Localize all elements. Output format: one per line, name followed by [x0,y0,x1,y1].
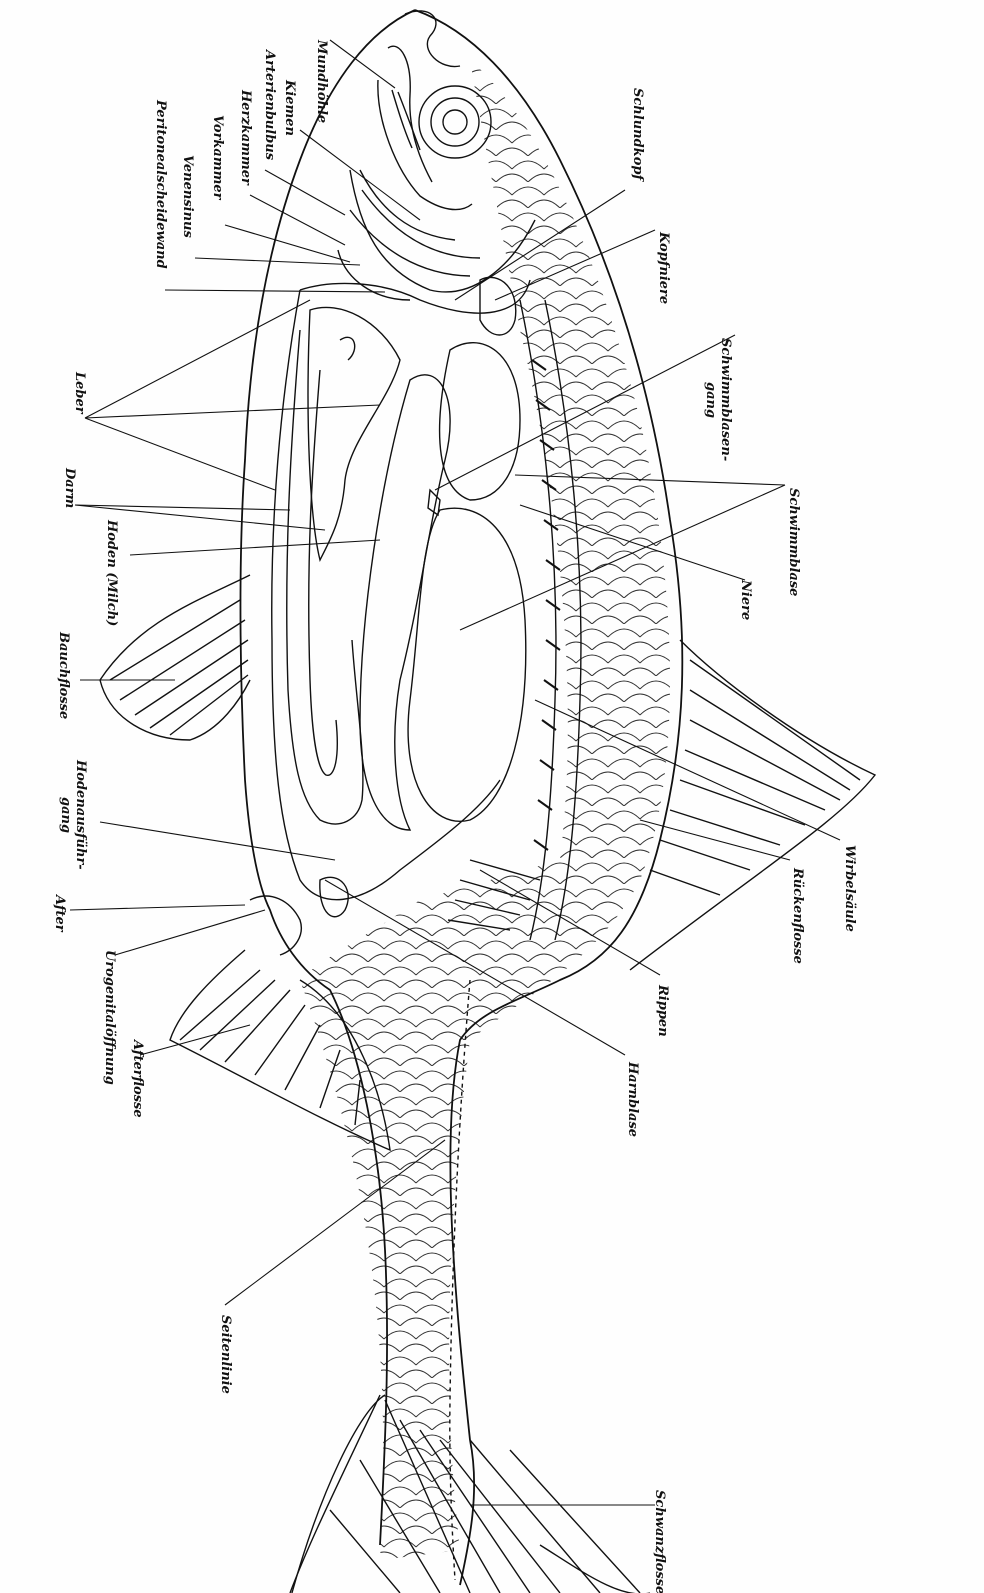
label-afterflosse: Afterflosse [130,1040,145,1118]
label-hodenausfuehrgang: Hodenausführ- gang [58,760,88,870]
label-herzkammer: Herzkammer [238,90,253,185]
label-venensinus: Venensinus [180,155,195,238]
fins [100,575,875,1593]
label-kopfniere: Kopfniere [656,232,671,304]
label-after: After [52,895,67,932]
label-mundhoehle: Mundhöhle [314,40,329,123]
label-peritonealscheidewand: Peritonealscheidewand [153,100,168,269]
label-vorkammer: Vorkammer [210,115,225,199]
label-rueckenflosse: Rückenflosse [790,868,805,964]
label-arterienbulbus: Arterienbulbus [262,50,277,160]
label-harnblase: Harnblase [625,1062,640,1137]
label-hoden: Hoden (Milch) [104,520,119,626]
label-schwanzflosse: Schwanzflosse [652,1490,667,1593]
label-bauchflosse: Bauchflosse [56,632,71,719]
scale-pattern [280,40,700,1580]
label-schwimmblase: Schwimmblase [786,488,801,596]
label-seitenlinie: Seitenlinie [218,1315,233,1394]
label-leber: Leber [72,372,87,414]
label-schwimmblasengang: Schwimmblasen- gang [703,338,733,461]
label-schlundkopf: Schlundkopf [630,88,645,180]
label-darm: Darm [62,468,77,508]
label-kiemen: Kiemen [282,80,297,136]
label-niere: Niere [738,580,753,620]
label-rippen: Rippen [655,985,670,1037]
label-urogenitaloeffnung: Urogenitalöffnung [102,950,117,1085]
label-wirbelsaeule: Wirbelsäule [842,845,857,932]
